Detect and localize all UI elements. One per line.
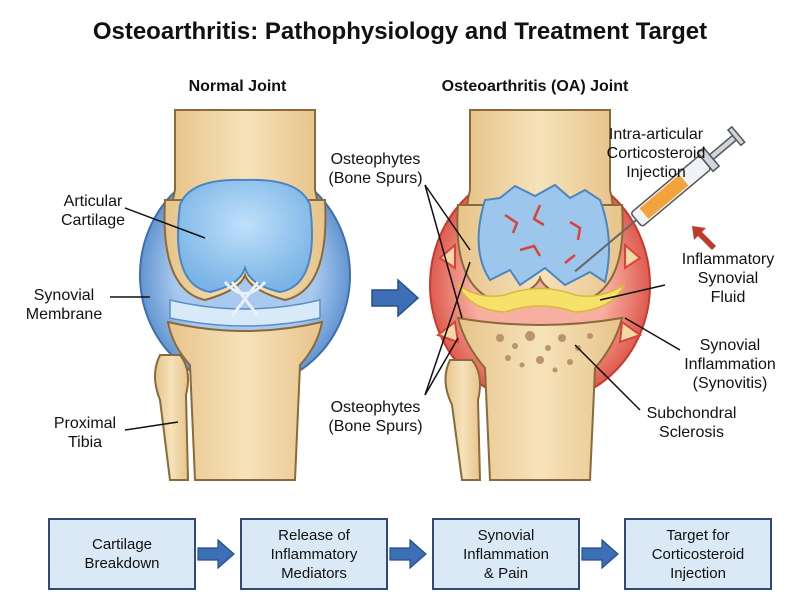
normal-joint [110, 109, 351, 481]
leader-sclerosis [574, 344, 641, 411]
injection-arrow-icon [692, 226, 716, 250]
oa-inflammatory-fluid-shape [456, 282, 626, 313]
oa-sclerosis-speckles [496, 331, 593, 373]
normal-meniscus-shape [169, 299, 321, 327]
flow-arrow-1 [197, 538, 235, 570]
normal-tibia-shape [166, 320, 324, 481]
oa-tibia-shape [456, 316, 624, 481]
page-title: Osteoarthritis: Pathophysiology and Trea… [92, 18, 708, 45]
flow-arrow-2 [389, 538, 427, 570]
flow-arrows [197, 538, 619, 570]
leader-articular-cartilage [124, 207, 206, 239]
oa-joint [424, 109, 746, 481]
oa-damaged-cartilage-shape [477, 183, 610, 287]
normal-ligament-shape [223, 280, 267, 317]
label-osteophytes-top: Osteophytes(Bone Spurs) [328, 151, 423, 187]
syringe-icon [574, 125, 746, 273]
leader-inflammatory-fluid [599, 284, 666, 301]
oa-osteophyte-shapes [435, 242, 643, 344]
normal-fibula-shape [154, 354, 190, 481]
leader-osteophytes-top-a [424, 184, 471, 251]
oa-cartilage-cracks [504, 204, 582, 264]
oa-joint-heading: Osteoarthritis (OA) Joint [441, 78, 629, 95]
leader-synovitis [624, 317, 681, 351]
oa-fibula-shape [444, 359, 482, 481]
leader-osteophytes-bottom-b [424, 261, 471, 396]
progression-arrow [371, 278, 420, 318]
normal-cartilage-shape [177, 178, 313, 294]
normal-joint-heading: Normal Joint [188, 78, 287, 95]
leader-osteophytes-top-b [424, 184, 463, 319]
label-osteophytes-bottom: Osteophytes(Bone Spurs) [328, 399, 423, 435]
flow-arrow-3 [581, 538, 619, 570]
leader-osteophytes-bottom-a [424, 337, 459, 396]
leader-proximal-tibia [124, 421, 179, 431]
